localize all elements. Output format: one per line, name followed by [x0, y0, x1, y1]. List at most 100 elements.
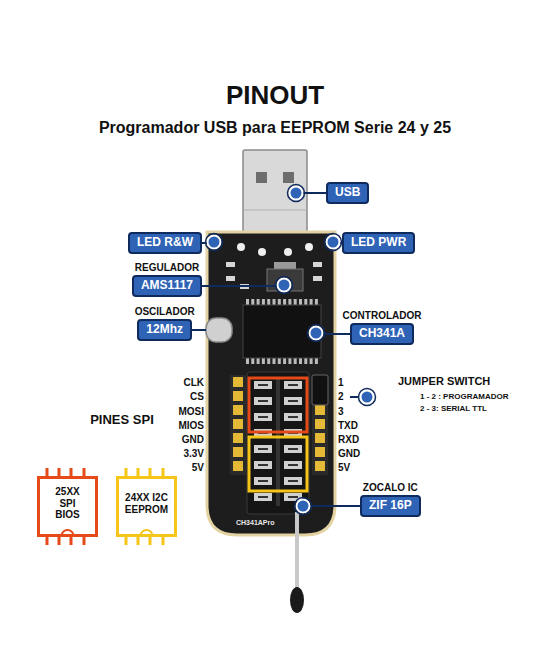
smd-capacitor [226, 262, 235, 267]
callout: OSCILADOR 12Mhz [135, 306, 195, 341]
callout: REGULADOR AMS1117 [132, 262, 202, 297]
leader-lines [192, 193, 360, 506]
callout-ring [325, 234, 342, 251]
callout-box: USB [326, 182, 369, 204]
zif-divider [276, 378, 280, 506]
pin-label: GND [338, 448, 360, 459]
pad [305, 243, 313, 251]
usb-hole [256, 172, 267, 183]
zif-contacts [254, 381, 272, 505]
callout: USB [326, 182, 369, 204]
pin-label: 5V [192, 462, 204, 473]
callout-heading: ZOCALO IC [363, 482, 418, 493]
callout-text: CH341A [359, 327, 405, 341]
chip-icon: 25XX SPI BIOS [37, 476, 98, 537]
callout-text: LED R&W [137, 236, 193, 250]
pin-label: RXD [338, 434, 359, 445]
zif-contact-slots [288, 384, 298, 505]
zif-contact-slots [258, 384, 268, 505]
zif-contacts [284, 381, 302, 505]
callout-text: ZIF 16P [369, 499, 412, 513]
leader-line [323, 333, 350, 335]
pin-label: 2 [338, 391, 344, 402]
lever-knob [290, 587, 304, 613]
jumper-title: JUMPER SWITCH [398, 375, 490, 387]
callout-text: AMS1117 [141, 279, 193, 293]
spi-area-frame [249, 378, 307, 432]
callout-box: 12Mhz [137, 319, 192, 341]
leader-line [350, 396, 359, 398]
pin-label: MIOS [178, 420, 204, 431]
jumper-cap [312, 375, 328, 405]
header-pins [233, 377, 243, 474]
callout-box: AMS1117 [132, 275, 202, 297]
header-housing [312, 375, 328, 475]
chip-label: 25XX SPI BIOS [55, 486, 79, 521]
pad [258, 248, 266, 256]
jumper-note: 1 - 2 : PROGRAMADOR [420, 393, 508, 402]
zif-body [247, 372, 309, 514]
callout-box: LED R&W [128, 232, 202, 254]
callout: LED PWR [342, 232, 415, 254]
regulator-tab [274, 262, 296, 269]
callout-text: LED PWR [351, 236, 406, 250]
callout-box: CH341A [350, 323, 414, 345]
pcb-board [207, 232, 335, 535]
callout-ring [206, 234, 223, 251]
callout-heading: OSCILADOR [135, 306, 195, 317]
group-label: PINES SPI [90, 413, 154, 427]
callout-ring [295, 498, 312, 515]
leader-line [202, 285, 277, 287]
pin-label: GND [182, 434, 204, 445]
callout: ZOCALO IC ZIF 16P [360, 482, 421, 517]
pin-label: TXD [338, 420, 358, 431]
pin-label: CLK [183, 377, 204, 388]
smd-capacitor [313, 276, 322, 281]
lever-rod [295, 512, 299, 590]
spi-header [230, 375, 246, 475]
pin-label: 3.3V [183, 448, 204, 459]
pin-label: MOSI [178, 406, 204, 417]
usb-hole [283, 172, 294, 183]
usb-shell [243, 150, 307, 234]
chip-pins [47, 468, 84, 545]
title: PINOUT [226, 81, 324, 110]
callout-dot [297, 500, 310, 513]
pin-label: 5V [338, 462, 350, 473]
usb-pads [237, 243, 313, 256]
pad [237, 243, 245, 251]
leader-line [192, 329, 206, 331]
ttl-header [312, 375, 328, 475]
i2c-area-frame [249, 437, 307, 491]
pad [284, 248, 292, 256]
callout-ring [308, 325, 325, 342]
callout-box: LED PWR [342, 232, 415, 254]
callout-text: USB [335, 186, 360, 200]
callout-ring [276, 277, 293, 294]
pin-label: 3 [338, 406, 344, 417]
zif-socket [247, 372, 309, 514]
callout-heading: REGULADOR [135, 262, 199, 273]
chip-icon: 24XX I2C EEPROM [116, 476, 177, 537]
smd-capacitor [313, 262, 322, 267]
jumper-note: 2 - 3: SERIAL TTL [420, 405, 487, 414]
header-housing [230, 375, 246, 475]
callout-text: 12Mhz [146, 323, 183, 337]
usb-plug [243, 150, 307, 234]
subtitle: Programador USB para EEPROM Serie 24 y 2… [99, 119, 451, 137]
callout-box: ZIF 16P [360, 495, 421, 517]
pin-label: 1 [338, 377, 344, 388]
chip-pins [246, 358, 319, 364]
callout-dot [278, 279, 291, 292]
callout: LED R&W [128, 232, 202, 254]
callout-ring [288, 185, 305, 202]
leader-line [303, 192, 326, 194]
callout-dot [290, 187, 303, 200]
callout-heading: CONTROLADOR [343, 310, 422, 321]
usb-seam [243, 210, 307, 211]
callout-dot [208, 236, 221, 249]
callout-dot [310, 327, 323, 340]
crystal-oscillator [206, 318, 232, 342]
chip-label: 24XX I2C EEPROM [125, 492, 168, 515]
